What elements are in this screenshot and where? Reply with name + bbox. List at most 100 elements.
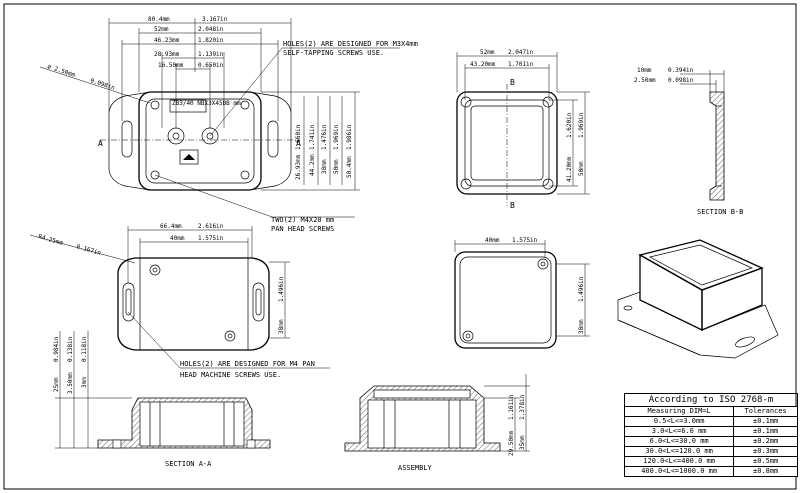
- table-cell: 400.0<L<=1000.0 mm: [623, 466, 735, 477]
- note-holes-m3: HOLES(2) ARE DESIGNED FOR M3X4mm: [283, 40, 418, 48]
- slot-left: [122, 282, 135, 322]
- dim-top-5: 16.50mm: [158, 62, 184, 69]
- dim-asm-1: 1.161in: [508, 394, 515, 420]
- dim-v-mm-2: 44.2mm: [309, 154, 316, 176]
- dim-b-v-mm: 38mm: [278, 319, 285, 334]
- dim-radius-in: 0.167in: [75, 243, 102, 257]
- dim-top-1-in: 3.167in: [202, 16, 228, 23]
- dim-v-1: 1.660in: [295, 124, 302, 150]
- section-marker-left: A: [98, 139, 103, 148]
- dim-top-5-in: 0.650in: [198, 62, 224, 69]
- section-b-b: 10mm 0.394in 2.50mm 0.098in SECTION B-B: [634, 67, 743, 216]
- table-cell: 6.0<L<=30.0 mm: [623, 436, 735, 447]
- dim-lid-v-1: 1.620in: [566, 112, 573, 138]
- tolerance-table: According to ISO 2768-m Measuring DIM=L …: [623, 393, 798, 477]
- note-holes-m4: HOLES(2) ARE DESIGNED FOR M4 PAN: [180, 360, 315, 368]
- logo-icon: [183, 154, 195, 160]
- dim-b-2-in: 1.575in: [198, 235, 224, 242]
- dim-radius: R4.25mm: [37, 233, 64, 247]
- dim-v-3: 1.476in: [321, 124, 328, 150]
- table-row: 30.0<L<=120.0 mm ±0.3mm: [623, 446, 798, 457]
- mounting-slot-right: [267, 120, 279, 158]
- dim-sa-2: 0.138in: [67, 336, 74, 362]
- dim-lid-2: 43.20mm: [470, 61, 496, 68]
- note-holes-m4-2: HEAD MACHINE SCREWS USE.: [180, 371, 281, 379]
- dim-sa-mm-3: 3mm: [81, 377, 88, 388]
- dim-top-4: 28.93mm: [154, 51, 180, 58]
- dim-sb-2: 2.50mm: [634, 77, 656, 84]
- dim-b-1: 66.4mm: [160, 223, 182, 230]
- dim-lid-s-v: 1.496in: [578, 276, 585, 302]
- table-header: Tolerances: [733, 406, 798, 417]
- table-cell: ±0.1mm: [733, 426, 798, 437]
- dim-lid-v-2: 1.969in: [578, 112, 585, 138]
- dim-lid-mm-2: 50mm: [578, 161, 585, 176]
- dim-top-3-in: 1.820in: [198, 37, 224, 44]
- dim-b-1-in: 2.616in: [198, 223, 224, 230]
- dim-v-mm-4: 50mm: [333, 159, 340, 174]
- bottom-view: R4.25mm 0.167in 66.4mm 2.616in 40mm 1.57…: [29, 223, 330, 379]
- lid-marker-bottom: B: [510, 201, 515, 210]
- table-cell: 0.5<L<=3.0mm: [623, 416, 735, 427]
- dim-sa-1: 0.984in: [53, 336, 60, 362]
- note-holes-m3-2: SELF-TAPPING SCREWS USE.: [283, 49, 384, 57]
- dim-b-v: 1.496in: [278, 276, 285, 302]
- table-row: 6.0<L<=30.0 mm ±0.2mm: [623, 436, 798, 447]
- slot-right: [252, 282, 265, 322]
- table-cell: ±0.3mm: [733, 446, 798, 457]
- table-header: Measuring DIM=L: [623, 406, 735, 417]
- part-label: ZB3/40 NBX3X45DB mm: [172, 100, 241, 107]
- assembly-label: ASSEMBLY: [398, 464, 433, 472]
- table-cell: ±0.8mm: [733, 466, 798, 477]
- section-marker-right: A: [296, 139, 301, 148]
- dim-b-2: 40mm: [170, 235, 185, 242]
- sheet-border: [3, 3, 797, 490]
- dim-sb-1: 10mm: [637, 67, 652, 74]
- dim-lid-2-in: 1.701in: [508, 61, 534, 68]
- dim-v-5: 1.986in: [346, 124, 353, 150]
- dim-asm-2: 1.378in: [519, 394, 526, 420]
- section-a-a-label: SECTION A-A: [165, 460, 212, 468]
- note-screws-2: PAN HEAD SCREWS: [271, 225, 334, 233]
- dim-lid-1-in: 2.047in: [508, 49, 534, 56]
- dim-asm-mm-2: 35mm: [519, 435, 526, 450]
- top-view: ZB3/40 NBX3X45DB mm A A 80.4mm 3.167in 5…: [39, 16, 418, 233]
- section-a-a: 0.984in 0.138in 0.118in 25mm 3.50mm 3mm …: [53, 331, 271, 468]
- dim-v-mm-1: 26.93mm: [295, 154, 302, 180]
- isometric-view: [617, 239, 779, 359]
- dim-top-2: 52mm: [154, 26, 169, 33]
- dim-asm-mm-1: 29.50mm: [508, 430, 515, 456]
- table-row: 400.0<L<=1000.0 mm ±0.8mm: [623, 466, 798, 477]
- dim-lid-s-1-in: 1.575in: [512, 237, 538, 244]
- mounting-slot-left: [121, 120, 133, 158]
- dim-top-2-in: 2.048in: [198, 26, 224, 33]
- dim-v-mm-3: 38mm: [321, 159, 328, 174]
- table-header-row: Measuring DIM=L Tolerances: [623, 406, 798, 417]
- dim-lid-mm-1: 41.20mm: [566, 156, 573, 182]
- table-caption: According to ISO 2768-m: [624, 393, 798, 406]
- dim-sb-1-in: 0.394in: [668, 67, 694, 74]
- dim-lid-1: 52mm: [480, 49, 495, 56]
- dim-v-2: 1.741in: [309, 124, 316, 150]
- dim-diameter: ø 2.50mm: [46, 63, 76, 79]
- dim-v-mm-5: 50.4mm: [346, 156, 353, 178]
- table-cell: 120.0<L<=400.0 mm: [623, 456, 735, 467]
- lid-marker-top: B: [510, 78, 515, 87]
- dim-v-4: 1.969in: [333, 124, 340, 150]
- dim-lid-s-mm: 38mm: [578, 319, 585, 334]
- table-row: 120.0<L<=400.0 mm ±0.5mm: [623, 456, 798, 467]
- assembly-section: 1.161in 1.378in 29.50mm 35mm ASSEMBLY: [344, 374, 530, 472]
- table-cell: ±0.1mm: [733, 416, 798, 427]
- table-cell: ±0.5mm: [733, 456, 798, 467]
- dim-top-3: 46.23mm: [154, 37, 180, 44]
- table-row: 0.5<L<=3.0mm ±0.1mm: [623, 416, 798, 427]
- dim-sb-2-in: 0.098in: [668, 77, 694, 84]
- dim-lid-s-1: 40mm: [485, 237, 500, 244]
- table-cell: 3.0<L<=6.0 mm: [623, 426, 735, 437]
- table-cell: 30.0<L<=120.0 mm: [623, 446, 735, 457]
- lid-small-view: 40mm 1.575in 1.496in 38mm: [454, 237, 590, 349]
- dim-sa-mm-1: 25mm: [53, 377, 60, 392]
- dim-sa-3: 0.118in: [81, 336, 88, 362]
- dim-top-4-in: 1.139in: [198, 51, 224, 58]
